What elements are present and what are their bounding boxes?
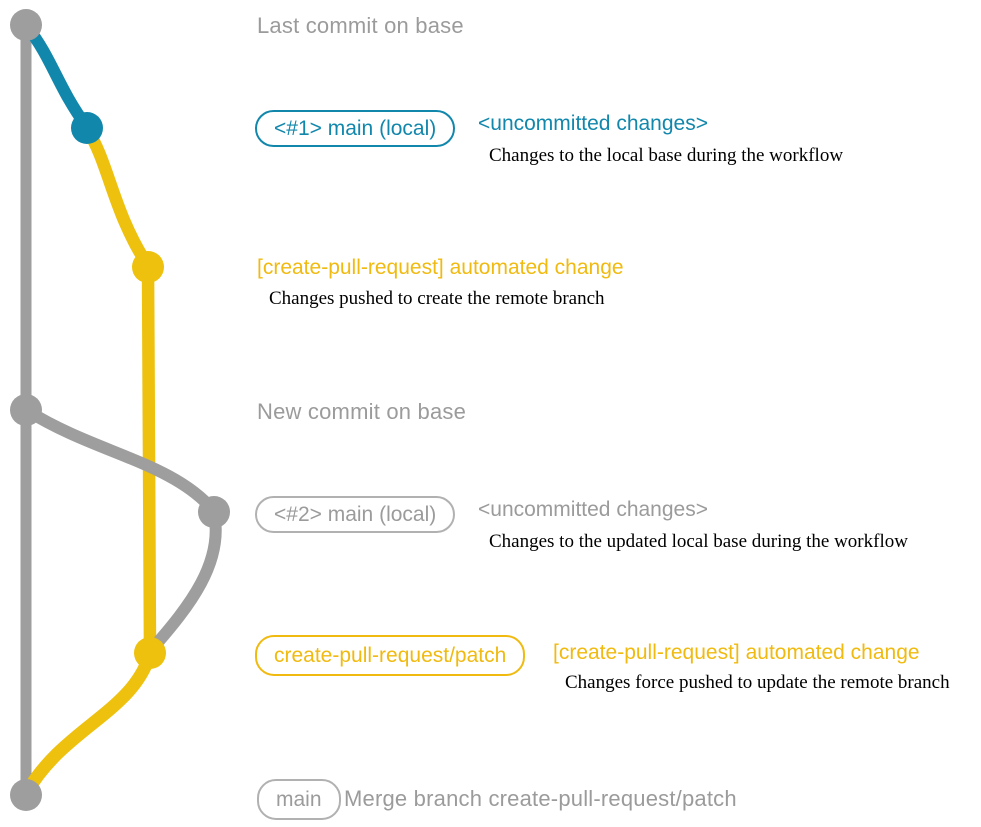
commit-node-last-base [10, 9, 42, 41]
branch-main-local2-curve [22, 405, 219, 516]
main2-uncommitted-tag: <uncommitted changes> [478, 498, 708, 521]
cpr2-commit-message: [create-pull-request] automated change [553, 641, 920, 664]
main1-branch-badge: <#1> main (local) [255, 110, 456, 147]
merge-commit-title: Merge branch create-pull-request/patch [344, 786, 737, 811]
main1-description: Changes to the local base during the wor… [489, 145, 844, 166]
main1-uncommitted-tag: <uncommitted changes> [478, 112, 708, 135]
last-commit-title: Last commit on base [257, 13, 464, 38]
commit-node-automated2 [134, 637, 166, 669]
branch-main-local-curve [22, 22, 93, 133]
main2-description: Changes to the updated local base during… [489, 531, 908, 552]
main2-branch-badge: <#2> main (local) [255, 496, 456, 533]
commit-node-merge [10, 779, 42, 811]
branch-patch-merge-curve [20, 647, 157, 799]
branch-patch-line [141, 259, 157, 658]
commit-node-main1 [71, 112, 103, 144]
new-commit-title: New commit on base [257, 399, 467, 424]
branch-main-local2-return-curve [146, 507, 222, 655]
branch-patch-curve-top [80, 122, 154, 271]
main-branch-badge: main [257, 779, 341, 820]
patch-branch-badge: create-pull-request/patch [255, 635, 526, 676]
cpr1-description: Changes pushed to create the remote bran… [269, 288, 605, 309]
cpr1-commit-message: [create-pull-request] automated change [257, 256, 624, 279]
commit-node-main2 [198, 496, 230, 528]
commit-node-automated1 [132, 251, 164, 283]
commit-node-new-base [10, 394, 42, 426]
cpr2-description: Changes force pushed to update the remot… [565, 672, 950, 693]
